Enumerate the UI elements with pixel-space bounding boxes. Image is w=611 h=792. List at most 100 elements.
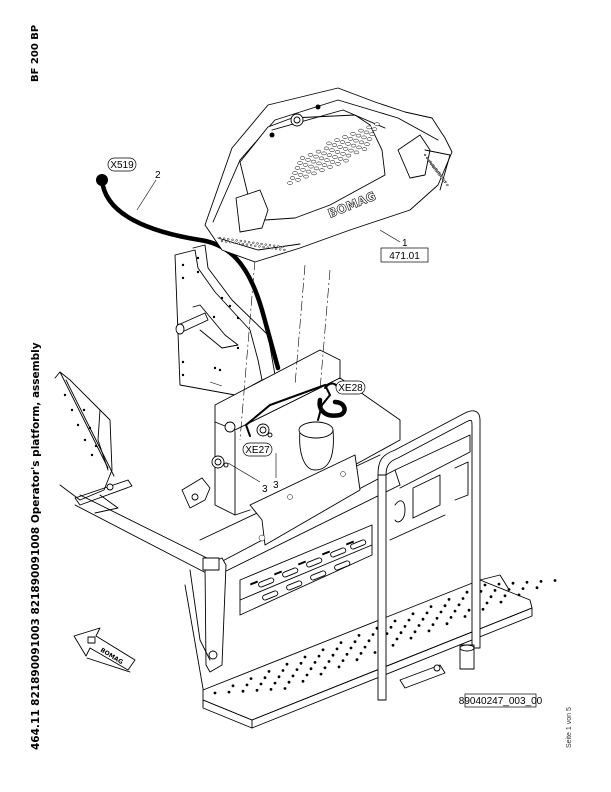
grille-hole (374, 122, 380, 126)
connector-label-x519[interactable]: X519 (107, 157, 137, 172)
grille-hole (307, 153, 314, 157)
platform-hole (291, 674, 295, 678)
grille-hole (329, 148, 335, 152)
platform-hole (439, 610, 443, 614)
platform-hole (301, 679, 305, 683)
position-3b[interactable]: 3 (262, 484, 268, 495)
platform-hole (313, 661, 317, 664)
pad-texture-dot (283, 248, 286, 252)
platform-hole (267, 670, 271, 673)
platform-hole (449, 616, 453, 619)
platform-hole (411, 612, 415, 616)
platform-hole (499, 600, 503, 604)
platform-hole (457, 603, 461, 607)
platform-hole (413, 630, 417, 634)
grille-hole (348, 148, 354, 153)
platform-hole (521, 587, 525, 590)
pad-texture-dot (262, 245, 265, 249)
platform-hole (285, 662, 289, 666)
reference-box-471-01[interactable]: 471.01 (380, 247, 429, 263)
grille-hole (363, 130, 370, 135)
callout-leaders (136, 179, 401, 483)
grille-hole (323, 146, 330, 151)
position-3a[interactable]: 3 (273, 480, 279, 491)
main-frame (184, 454, 401, 701)
assembly-lines (239, 259, 331, 441)
grille-hole (310, 159, 317, 164)
platform-hole (393, 619, 397, 623)
pad-texture-dot (270, 247, 274, 250)
platform-hole (403, 625, 407, 628)
grille-hole (319, 168, 325, 172)
grille-hole (356, 145, 362, 150)
platform-hole (341, 659, 345, 662)
platform-hole (421, 617, 425, 621)
grille-hole (343, 158, 349, 163)
position-2[interactable]: 2 (155, 170, 161, 181)
platform-hole (295, 668, 299, 671)
grille-hole (321, 163, 328, 167)
platform-hole (259, 682, 263, 686)
platform-hole (309, 667, 313, 671)
platform-hole (269, 688, 273, 691)
pad-texture-dot (427, 159, 431, 163)
platform-hole (299, 661, 303, 665)
pad-texture-dot (239, 239, 242, 243)
grille-hole (369, 132, 375, 136)
position-1[interactable]: 1 (402, 238, 408, 249)
grille-hole (292, 171, 298, 175)
platform-hole (363, 645, 367, 649)
platform-hole (241, 689, 245, 693)
platform-hole (535, 586, 539, 590)
platform-hole (453, 609, 457, 613)
grille-hole (300, 168, 306, 172)
platform-hole (517, 593, 521, 597)
platform-hole (303, 655, 307, 659)
grille-hole (371, 127, 378, 131)
grille-hole (358, 128, 364, 133)
pad-texture-dot (241, 242, 244, 246)
platform-hole (409, 636, 413, 640)
grille-hole (313, 166, 320, 171)
platform-hole (255, 688, 259, 692)
grille-hole (297, 161, 303, 165)
grille-hole (303, 174, 309, 179)
grille-hole (331, 143, 338, 147)
grille-hole (327, 165, 333, 169)
platform-hole (367, 639, 371, 643)
railing (377, 410, 481, 701)
grille-hole (353, 138, 359, 143)
grille-hole (329, 160, 336, 164)
platform-hole (277, 675, 281, 679)
connector-label-xe28[interactable]: XE28 (335, 380, 366, 395)
seat-base-block (181, 349, 401, 546)
grille-hole (299, 156, 306, 160)
connector-label-xe27[interactable]: XE27 (242, 442, 273, 457)
grille-hole (366, 137, 373, 141)
platform-hole (213, 691, 217, 695)
grille-hole (353, 150, 360, 155)
platform-hole (263, 676, 267, 680)
grille-hole (324, 158, 330, 162)
grille-hole (340, 152, 346, 156)
grille-hole (358, 140, 365, 145)
platform-hole (331, 653, 335, 657)
platform-hole (553, 579, 557, 582)
pad-texture-dot (266, 246, 269, 249)
platform-hole (481, 607, 485, 611)
left-side-frame (54, 371, 216, 576)
pad-texture-dot (256, 242, 259, 245)
grille-hole (334, 150, 341, 154)
grille-hole (326, 141, 332, 146)
platform-hole (287, 680, 291, 684)
platform-hole (319, 672, 323, 676)
pad-texture-dot (425, 156, 429, 160)
platform-hole (281, 669, 285, 672)
pad-texture-dot (429, 162, 433, 166)
slotted-shield (239, 524, 373, 616)
grille-hole (289, 176, 296, 180)
platform-hole (349, 646, 353, 650)
platform-hole (335, 647, 339, 651)
grille-hole (332, 155, 338, 159)
